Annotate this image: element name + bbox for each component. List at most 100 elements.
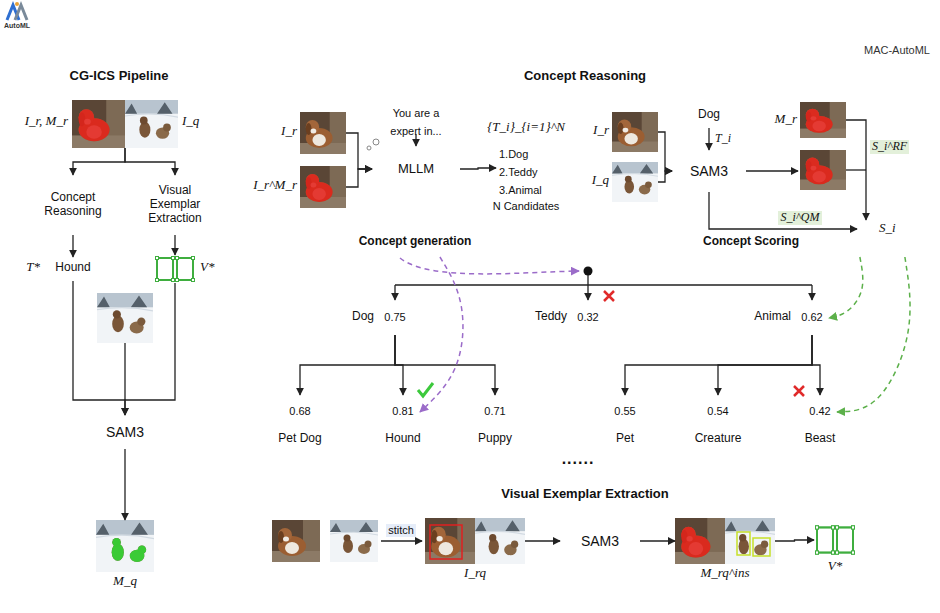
image-frame: I_rq bbox=[425, 518, 525, 584]
math-label: I_r^M_r bbox=[253, 178, 297, 193]
text-holder: I_r^M_r bbox=[253, 178, 297, 193]
math-label: I_r bbox=[281, 124, 297, 139]
text-holder: M_r bbox=[775, 112, 797, 127]
scoring-panel bbox=[583, 95, 919, 257]
box-label: SAM3 bbox=[581, 533, 619, 549]
product-circle: S_i bbox=[857, 220, 897, 238]
instance-mask-photo bbox=[675, 518, 725, 564]
predicted-mask-photo bbox=[800, 150, 846, 190]
arrow-connector bbox=[300, 335, 395, 395]
image-frame: I_r, M_r I_q bbox=[22, 98, 222, 150]
arrow-connector bbox=[640, 540, 675, 541]
image-frame: M_rq^ins bbox=[675, 518, 775, 584]
image-frame bbox=[675, 518, 775, 564]
circle-outline bbox=[284, 396, 316, 428]
text-holder: I_r bbox=[281, 124, 297, 139]
stitched-photo bbox=[425, 518, 475, 564]
image-frame: V* bbox=[810, 524, 860, 578]
box-label: SAM3 bbox=[106, 424, 144, 440]
product-outline bbox=[858, 221, 874, 237]
text-holder: T* bbox=[26, 260, 40, 275]
arrow-connector bbox=[125, 148, 175, 175]
subpanel-title: Concept generation bbox=[359, 235, 472, 249]
image-frame: I_q bbox=[590, 162, 658, 202]
score-value: 0.62 bbox=[801, 311, 822, 324]
text-holder: 1.Dog 2.Teddy 3.Animal bbox=[499, 144, 551, 198]
arrow-connector bbox=[846, 120, 866, 220]
score-value: 0.68 bbox=[289, 405, 310, 418]
label-holder: S_i^RF bbox=[870, 140, 909, 154]
compare-line bbox=[846, 169, 866, 170]
reference-photo bbox=[272, 520, 320, 562]
reference-mask-photo bbox=[300, 166, 346, 208]
text-holder: You are a expert in... bbox=[376, 103, 456, 139]
arrow-connector bbox=[346, 133, 372, 169]
bubble-tail bbox=[367, 146, 371, 150]
dashed-arrow bbox=[829, 257, 863, 318]
score-circle: 0.55Pet bbox=[595, 395, 655, 447]
small-text: stitch bbox=[386, 524, 416, 537]
generation-panel: Concept generation I_rI_r^M_r You are a ex… bbox=[255, 95, 575, 257]
reasoning-panel: Concept ReasoningConcept generationI_rI_… bbox=[238, 62, 932, 480]
score-circle: 0.54Creature bbox=[688, 395, 748, 447]
arrow-connector bbox=[658, 171, 672, 182]
reference-photo bbox=[612, 112, 658, 152]
box-label: MLLM bbox=[398, 162, 434, 177]
box-label: Visual Exemplar Extraction bbox=[134, 184, 216, 225]
concept-label: Animal bbox=[754, 310, 791, 324]
concept-label: Pet Dog bbox=[278, 432, 321, 446]
math-label: M_q bbox=[113, 574, 137, 589]
image-frame: V* bbox=[150, 255, 220, 283]
reject-cross bbox=[604, 291, 614, 301]
arrow-connector bbox=[658, 132, 672, 171]
logo-dot bbox=[15, 2, 19, 6]
box-label: Concept Reasoning bbox=[36, 191, 110, 219]
output-mask-photo bbox=[96, 520, 154, 572]
tree-line bbox=[811, 285, 812, 300]
math-label: T_i bbox=[715, 132, 731, 146]
concept-label: Hound bbox=[385, 432, 420, 446]
concept-label: Dog bbox=[352, 310, 374, 324]
tree-line bbox=[395, 275, 812, 285]
score-value: 0.55 bbox=[614, 405, 635, 418]
text-holder: I_q bbox=[182, 114, 199, 129]
text-holder: Teddy bbox=[535, 310, 567, 324]
score-circle: Teddy0.32 bbox=[526, 301, 605, 335]
panel-title: Visual Exemplar Extraction bbox=[501, 487, 668, 502]
arrow-connector bbox=[73, 148, 125, 175]
score-circle: Animal 0.62 bbox=[757, 301, 829, 335]
accept-check bbox=[418, 383, 433, 396]
math-label: M_r bbox=[775, 112, 797, 127]
concept-label: Teddy bbox=[535, 310, 567, 324]
scoring-panel: Concept ScoringI_rI_qDogT_iSAM3M_rS_i bbox=[583, 95, 919, 257]
reference-mask-photo bbox=[800, 102, 846, 138]
arrow-connector bbox=[124, 449, 125, 520]
concept-box: T*Hound bbox=[16, 257, 102, 281]
instance-box bbox=[753, 538, 770, 556]
reject-cross bbox=[794, 386, 804, 396]
text-holder: Animal bbox=[754, 310, 791, 324]
text-holder: S_i bbox=[879, 221, 896, 236]
logo-text: AutoML bbox=[4, 22, 30, 30]
circle-outline bbox=[796, 302, 828, 334]
math-label: I_r, M_r bbox=[25, 114, 68, 129]
math-label: S_i bbox=[879, 221, 896, 236]
circle-outline bbox=[379, 302, 411, 334]
arrow-connector bbox=[525, 540, 560, 541]
product-circle bbox=[857, 220, 875, 238]
arrow-connector bbox=[460, 168, 496, 169]
panel-title: CG-ICS Pipeline bbox=[70, 69, 169, 84]
instance-box bbox=[737, 532, 750, 555]
score-circle: 0.71Puppy bbox=[465, 395, 525, 447]
concept-label: Beast bbox=[805, 432, 836, 446]
query-photo bbox=[125, 100, 178, 148]
input-line bbox=[124, 343, 125, 400]
score-circle: Dog0.75 bbox=[346, 301, 412, 335]
arrow-connector bbox=[709, 192, 857, 229]
dashed-arrow bbox=[420, 257, 463, 412]
score-value: 0.71 bbox=[484, 405, 505, 418]
image-frame bbox=[96, 520, 154, 572]
tree-line bbox=[394, 285, 395, 300]
reference-mask-photo bbox=[72, 100, 125, 148]
